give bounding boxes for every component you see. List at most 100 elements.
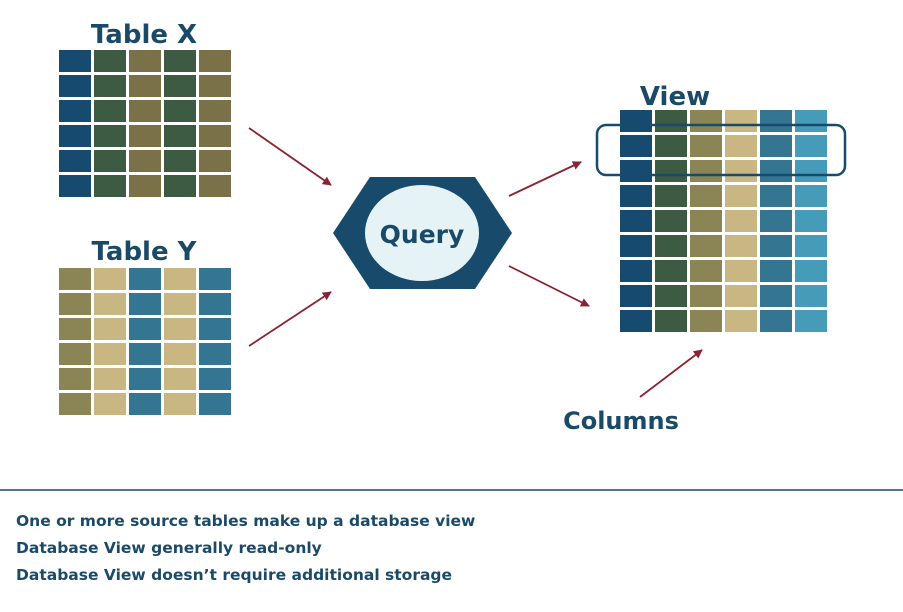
view-cell bbox=[690, 235, 722, 257]
view-cell bbox=[655, 110, 687, 132]
table-x-cell bbox=[59, 50, 91, 72]
table-x-cell bbox=[199, 100, 231, 122]
table-x-cell bbox=[94, 50, 126, 72]
table-y-cell bbox=[199, 368, 231, 390]
view-cell bbox=[690, 260, 722, 282]
arrow-columns-pointer bbox=[639, 349, 703, 398]
table-x-cell bbox=[129, 50, 161, 72]
view-cell bbox=[655, 235, 687, 257]
table-y-cell bbox=[199, 268, 231, 290]
view-cell bbox=[690, 285, 722, 307]
view-cell bbox=[655, 135, 687, 157]
view-cell bbox=[655, 260, 687, 282]
table-y-title: Table Y bbox=[92, 237, 198, 267]
table-x-cell bbox=[59, 100, 91, 122]
table-y-cell bbox=[199, 343, 231, 365]
view-cell bbox=[760, 160, 792, 182]
table-x-cell bbox=[164, 50, 196, 72]
table-x-cell bbox=[199, 125, 231, 147]
view-cell bbox=[760, 210, 792, 232]
table-x-cell bbox=[129, 150, 161, 172]
view-cell bbox=[655, 160, 687, 182]
table-y-grid bbox=[59, 268, 231, 415]
table-y-cell bbox=[164, 368, 196, 390]
table-y-cell bbox=[94, 318, 126, 340]
table-x-title: Table X bbox=[91, 20, 197, 50]
table-y-cell bbox=[164, 393, 196, 415]
table-y-cell bbox=[59, 268, 91, 290]
view-row-highlight bbox=[595, 123, 847, 177]
table-y-cell bbox=[164, 343, 196, 365]
note-item: One or more source tables make up a data… bbox=[16, 512, 476, 530]
view-cell bbox=[620, 285, 652, 307]
table-x-cell bbox=[164, 150, 196, 172]
view-cell bbox=[725, 210, 757, 232]
table-x-grid bbox=[59, 50, 231, 197]
table-x-cell bbox=[94, 75, 126, 97]
view-cell bbox=[690, 210, 722, 232]
table-y-cell bbox=[164, 268, 196, 290]
view-cell bbox=[655, 210, 687, 232]
view-cell bbox=[795, 160, 827, 182]
table-y-cell bbox=[129, 368, 161, 390]
view-cell bbox=[725, 260, 757, 282]
view-cell bbox=[620, 185, 652, 207]
table-x-cell bbox=[199, 75, 231, 97]
view-cell bbox=[760, 285, 792, 307]
view-cell bbox=[620, 260, 652, 282]
arrow-query-to-view-bottom bbox=[508, 265, 590, 307]
view-cell bbox=[690, 185, 722, 207]
table-y-cell bbox=[59, 293, 91, 315]
table-y-cell bbox=[94, 343, 126, 365]
arrow-table-x-to-query bbox=[248, 127, 332, 186]
table-x-cell bbox=[164, 100, 196, 122]
table-x-cell bbox=[129, 175, 161, 197]
view-cell bbox=[725, 310, 757, 332]
table-y-cell bbox=[129, 343, 161, 365]
table-x-cell bbox=[129, 125, 161, 147]
table-y-cell bbox=[59, 343, 91, 365]
table-y-cell bbox=[129, 268, 161, 290]
table-y-cell bbox=[94, 368, 126, 390]
table-x-cell bbox=[59, 125, 91, 147]
view-cell bbox=[760, 110, 792, 132]
table-y-cell bbox=[94, 268, 126, 290]
query-node: Query bbox=[333, 177, 512, 289]
table-y-cell bbox=[59, 393, 91, 415]
view-cell bbox=[725, 185, 757, 207]
view-cell bbox=[620, 235, 652, 257]
view-cell bbox=[795, 260, 827, 282]
table-y-cell bbox=[59, 368, 91, 390]
view-cell bbox=[760, 235, 792, 257]
view-cell bbox=[760, 310, 792, 332]
view-cell bbox=[690, 135, 722, 157]
view-cell bbox=[690, 310, 722, 332]
table-x-cell bbox=[164, 75, 196, 97]
table-y-cell bbox=[199, 293, 231, 315]
table-y-cell bbox=[129, 318, 161, 340]
table-y-cell bbox=[164, 293, 196, 315]
view-cell bbox=[620, 110, 652, 132]
view-cell bbox=[795, 235, 827, 257]
view-cell bbox=[655, 185, 687, 207]
query-circle bbox=[365, 185, 479, 281]
view-cell bbox=[690, 160, 722, 182]
arrow-query-to-view-top bbox=[508, 161, 582, 197]
table-y-cell bbox=[94, 293, 126, 315]
view-cell bbox=[620, 210, 652, 232]
table-y-cell bbox=[199, 393, 231, 415]
view-cell bbox=[620, 135, 652, 157]
view-cell bbox=[620, 310, 652, 332]
table-x-cell bbox=[199, 50, 231, 72]
view-cell bbox=[690, 110, 722, 132]
view-title: View bbox=[640, 82, 710, 112]
view-cell bbox=[795, 135, 827, 157]
view-cell bbox=[725, 285, 757, 307]
view-cell bbox=[760, 185, 792, 207]
view-cell bbox=[795, 285, 827, 307]
table-x-cell bbox=[59, 175, 91, 197]
table-x-cell bbox=[94, 100, 126, 122]
table-x-cell bbox=[59, 150, 91, 172]
table-x-cell bbox=[129, 100, 161, 122]
